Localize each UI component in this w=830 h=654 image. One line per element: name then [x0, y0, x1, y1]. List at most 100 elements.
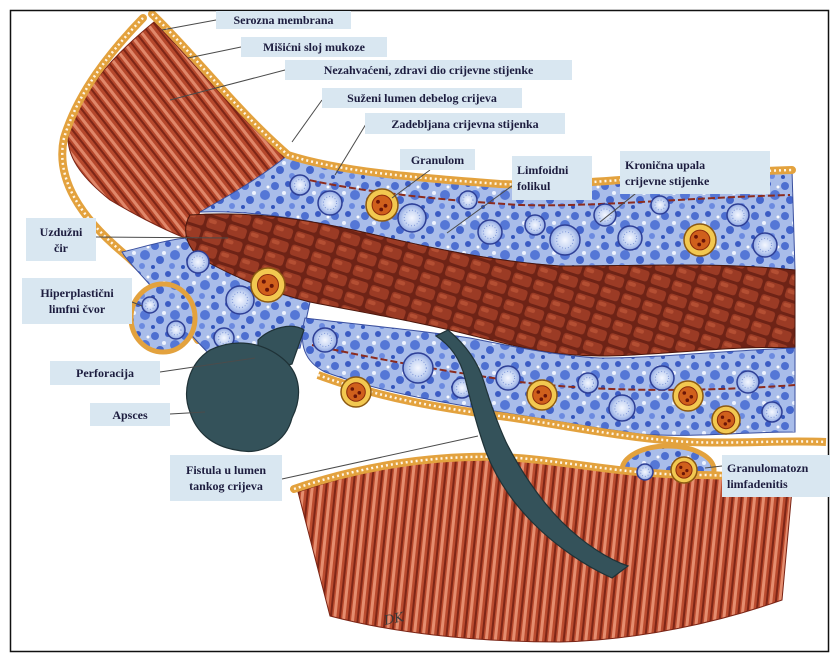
follicle-body — [737, 371, 759, 393]
label-serozna-membrana: Serozna membrana — [216, 11, 351, 29]
label-line-1: Hiperplastični — [40, 285, 113, 301]
granuloma-cell — [686, 398, 690, 402]
granuloma-core — [676, 462, 692, 478]
granuloma-cell — [376, 200, 380, 204]
lymphoid-follicle — [318, 191, 342, 215]
follicle-body — [525, 215, 545, 235]
label-line-2: čir — [54, 240, 68, 256]
lymphoid-follicle — [167, 321, 185, 339]
label-zadebljana-stijenka: Zadebljana crijevna stijenka — [365, 113, 565, 134]
granuloma-cell — [262, 280, 266, 284]
label-misicni-sloj-mukoze: Mišićni sloj mukoze — [241, 37, 387, 57]
granuloma-core — [533, 386, 552, 405]
follicle-body — [753, 233, 777, 257]
granuloma-cell — [702, 239, 706, 243]
label-suzeni-lumen: Suženi lumen debelog crijeva — [322, 88, 522, 108]
label-text: Granulom — [411, 152, 464, 168]
lymphoid-follicle — [609, 395, 635, 421]
granuloma-cell — [354, 394, 358, 398]
label-line-1: Kronična upala — [625, 157, 765, 173]
lymphoid-follicle — [737, 371, 759, 393]
follicle-body — [650, 366, 674, 390]
lymphoid-follicle — [578, 373, 598, 393]
granuloma-cell — [384, 204, 388, 208]
lymphoid-follicle — [762, 402, 782, 422]
label-granulom: Granulom — [400, 149, 475, 170]
granuloma — [712, 406, 740, 434]
follicle-body — [609, 395, 635, 421]
lymphoid-follicle — [478, 220, 502, 244]
label-fistula: Fistula u lumen tankog crijeva — [170, 455, 282, 501]
granuloma-cell — [358, 391, 362, 395]
label-text: Nezahvaćeni, zdravi dio crijevne stijenk… — [324, 62, 534, 78]
follicle-body — [142, 297, 158, 313]
granuloma-cell — [727, 419, 730, 422]
granuloma-cell — [694, 235, 698, 239]
granuloma-core — [717, 411, 734, 428]
label-nezahvaceni: Nezahvaćeni, zdravi dio crijevne stijenk… — [285, 60, 572, 80]
lymphoid-follicle — [313, 328, 337, 352]
lymphoid-follicle — [398, 204, 426, 232]
label-text: Apsces — [112, 407, 147, 423]
granuloma-cell — [270, 284, 274, 288]
granuloma-core — [258, 275, 279, 296]
follicle-body — [550, 225, 580, 255]
lymphoid-follicle — [650, 366, 674, 390]
label-uzduzni-cir: Uzdužni čir — [26, 218, 96, 261]
label-line-2: limfni čvor — [49, 301, 105, 317]
label-hiperplasticni-limfni-cvor: Hiperplastični limfni čvor — [22, 278, 132, 324]
label-line-1: Fistula u lumen — [186, 462, 266, 478]
granuloma-core — [690, 230, 710, 250]
label-perforacija: Perforacija — [50, 361, 160, 385]
granuloma — [671, 457, 697, 483]
follicle-body — [594, 204, 616, 226]
leader-misicni-sloj — [188, 47, 241, 58]
follicle-body — [167, 321, 185, 339]
leader-suzeni-lumen — [292, 100, 322, 142]
small-intestine-lumen — [298, 460, 792, 642]
granuloma-cell — [379, 208, 383, 212]
lymphoid-follicle — [727, 204, 749, 226]
label-line-2: tankog crijeva — [189, 478, 263, 494]
follicle-body — [727, 204, 749, 226]
follicle-body — [651, 196, 669, 214]
follicle-body — [637, 464, 653, 480]
granuloma-cell — [540, 397, 544, 401]
granuloma-core — [679, 387, 698, 406]
follicle-body — [496, 366, 520, 390]
follicle-body — [226, 286, 254, 314]
follicle-body — [403, 353, 433, 383]
lymphoid-follicle — [496, 366, 520, 390]
label-line-1: Uzdužni — [40, 224, 83, 240]
label-limfoidni-folikul: Limfoidni folikul — [512, 156, 592, 200]
abscess — [187, 343, 299, 451]
lymphoid-follicle — [290, 175, 310, 195]
label-text: Suženi lumen debelog crijeva — [347, 90, 497, 106]
lymphoid-follicle — [525, 215, 545, 235]
granuloma-cell — [537, 390, 541, 394]
granuloma — [684, 224, 716, 256]
follicle-body — [478, 220, 502, 244]
granuloma-cell — [682, 472, 685, 475]
label-text: Serozna membrana — [233, 12, 333, 28]
follicle-body — [459, 191, 477, 209]
granuloma-cell — [544, 394, 548, 398]
follicle-body — [618, 226, 642, 250]
granuloma — [527, 380, 557, 410]
lymphoid-follicle — [637, 464, 653, 480]
follicle-body — [290, 175, 310, 195]
label-line-1: Granulomatozn — [727, 460, 825, 476]
granuloma-cell — [265, 288, 269, 292]
granuloma-core — [372, 195, 392, 215]
granuloma — [673, 381, 703, 411]
label-text: Mišićni sloj mukoze — [263, 39, 365, 55]
lymphoid-follicle — [142, 297, 158, 313]
follicle-body — [578, 373, 598, 393]
lymphoid-follicle — [459, 191, 477, 209]
follicle-body — [318, 191, 342, 215]
granuloma — [251, 268, 285, 302]
label-granulomatozni-limfadenitis: Granulomatozn limfadenitis — [722, 455, 830, 497]
follicle-body — [762, 402, 782, 422]
label-kronicna-upala: Kronična upala crijevne stijenke — [620, 151, 770, 194]
